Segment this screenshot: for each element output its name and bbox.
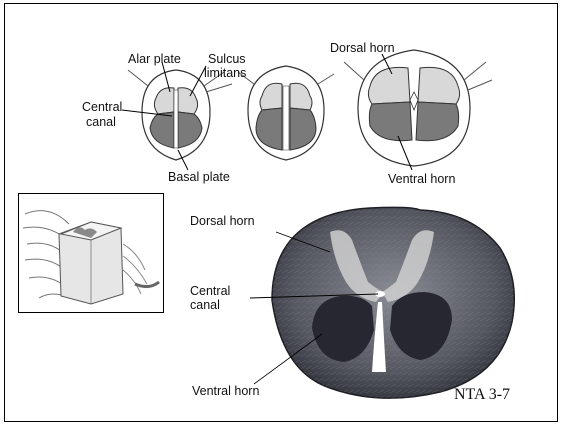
label-dorsal-horn-top: Dorsal horn	[330, 41, 395, 55]
label-central-canal-top-line-1: Central	[82, 100, 122, 114]
label-dorsal-horn-section: Dorsal horn	[190, 214, 255, 228]
label-sulcus-limitans-line-2: limitans	[204, 66, 246, 80]
embryo-cord-stage-3	[344, 50, 492, 166]
label-basal-plate: Basal plate	[168, 170, 230, 184]
spinal-cord-3d-illustration	[19, 194, 164, 313]
label-central-canal-section-line-1: Central	[190, 284, 230, 298]
embryo-cord-stage-2	[238, 66, 334, 160]
label-ventral-horn-top: Ventral horn	[388, 172, 455, 186]
embryo-cord-stage-1	[128, 70, 232, 160]
label-alar-plate: Alar plate	[128, 52, 181, 66]
label-central-canal-section-line-2: canal	[190, 298, 220, 312]
label-ventral-horn-section: Ventral horn	[192, 384, 259, 398]
slide-code: NTA 3-7	[454, 386, 510, 404]
histology-section	[250, 207, 514, 398]
spinal-cord-3d-inset	[18, 193, 164, 313]
label-sulcus-limitans-line-1: Sulcus	[208, 52, 246, 66]
label-central-canal-top-line-2: canal	[86, 115, 116, 129]
